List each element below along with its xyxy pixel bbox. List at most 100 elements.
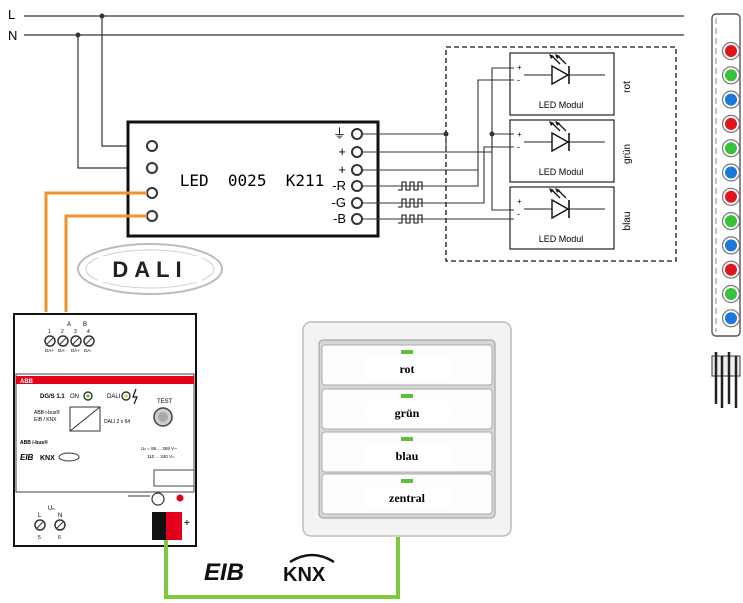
gateway-voltage-1: Uₙ = 85 ... 265 V~ bbox=[141, 446, 177, 451]
switch-button[interactable]: blau bbox=[321, 431, 493, 473]
bus-logos: EIB KNX bbox=[204, 553, 335, 586]
led-module-enclosure bbox=[445, 46, 677, 262]
switch-button-label: grün bbox=[395, 406, 420, 420]
strip-led-blue bbox=[725, 312, 737, 325]
switch-button-label: rot bbox=[399, 362, 414, 376]
controller-input-terminal bbox=[146, 210, 158, 222]
line-l-label: L bbox=[8, 7, 15, 22]
switch-button[interactable]: zentral bbox=[321, 473, 493, 515]
gateway-test-button-core bbox=[158, 412, 168, 422]
arrowhead-icon bbox=[555, 121, 560, 126]
gateway-converter-diagonal bbox=[69, 406, 101, 432]
screw-slot bbox=[72, 337, 80, 345]
switch-button[interactable]: rot bbox=[321, 344, 493, 386]
eib-logo: EIB bbox=[204, 559, 244, 586]
gateway-channels: DALI 2 x 64 bbox=[104, 419, 130, 425]
dali-wires bbox=[44, 191, 147, 312]
wire-minus-rot bbox=[362, 79, 514, 187]
dali-logo-inner-ring bbox=[85, 249, 215, 289]
controller-input-terminal bbox=[146, 162, 158, 174]
led-diode-icon bbox=[551, 64, 570, 86]
arrowhead-icon bbox=[549, 121, 554, 126]
led-module-minus: - bbox=[517, 142, 520, 152]
light-emission-icon bbox=[551, 122, 567, 132]
led-strip-connector bbox=[711, 355, 741, 377]
gateway-bus-text-1: ABB i-bus® bbox=[34, 409, 60, 416]
enclosure-dashed-border bbox=[445, 46, 677, 262]
controller-output-terminal bbox=[351, 213, 363, 225]
led-module-color-name: blau bbox=[622, 212, 633, 231]
screw-slot bbox=[46, 337, 54, 345]
line-n-label: N bbox=[8, 28, 17, 43]
led-module-box bbox=[509, 186, 615, 250]
led-module: + - LED Modul grün bbox=[509, 119, 633, 183]
switch-button-indicator bbox=[401, 437, 413, 441]
screw-slot bbox=[85, 337, 93, 345]
strip-led-red bbox=[725, 190, 737, 203]
dali-logo-text: DALI bbox=[112, 257, 187, 282]
led-module-box bbox=[509, 52, 615, 116]
strip-led-green bbox=[725, 142, 737, 155]
switch-button[interactable]: grün bbox=[321, 388, 493, 430]
knx-logo-arc bbox=[289, 553, 335, 564]
knx-logo: KNX bbox=[283, 564, 326, 586]
controller-output-terminal bbox=[351, 128, 363, 140]
gateway-bus-text-2: EIB / KNX bbox=[34, 417, 57, 423]
dali-wire-1 bbox=[44, 191, 147, 312]
strip-led-green bbox=[725, 288, 737, 300]
led-module-minus: - bbox=[517, 209, 520, 219]
controller-output-label: + bbox=[338, 144, 346, 159]
controller-output-terminal bbox=[351, 197, 363, 209]
gateway-on-led-dot bbox=[86, 394, 90, 398]
controller-input-terminal bbox=[146, 187, 158, 199]
strip-led-green bbox=[725, 215, 737, 228]
light-emission-icon bbox=[551, 189, 567, 199]
controller-output-label: -R bbox=[332, 178, 346, 193]
gateway-top-terminal-num: 4 bbox=[87, 329, 90, 335]
arrowhead-icon bbox=[549, 54, 554, 59]
light-emission-icon bbox=[551, 55, 567, 65]
led-module-minus: - bbox=[517, 75, 520, 85]
screw-slot bbox=[56, 521, 64, 529]
pwm-signal-icon bbox=[398, 214, 423, 224]
led-strip bbox=[711, 13, 741, 408]
led-module-label: LED Modul bbox=[539, 167, 584, 177]
switch-buttons: rot grün blau zentral bbox=[321, 344, 493, 515]
gateway-dali-label: DALI bbox=[107, 394, 121, 400]
gateway-test-label: TEST bbox=[157, 399, 173, 405]
pwm-signal-icon bbox=[398, 198, 423, 208]
led-diode-icon bbox=[551, 131, 570, 153]
bus-connector-red bbox=[166, 512, 182, 540]
wire-plus-rot bbox=[491, 67, 514, 152]
switch-button-label-field bbox=[363, 357, 451, 379]
switch-button-indicator bbox=[401, 350, 413, 354]
led-module-color-name: grün bbox=[622, 144, 633, 164]
controller-input-terminal bbox=[146, 140, 158, 152]
switch-button-label: blau bbox=[396, 449, 419, 463]
led-module-color-name: rot bbox=[622, 81, 633, 93]
gateway-top-terminal-label: DA+ bbox=[71, 348, 80, 353]
abb-dali-gateway: A B 1DA+2DA-3DA+4DA- ABB DG/S 1.1 ON DAL… bbox=[13, 313, 197, 547]
controller-output-terminal bbox=[351, 146, 363, 158]
screw-slot bbox=[36, 521, 44, 529]
led-module-plus: + bbox=[517, 130, 522, 139]
gateway-top-terminals: 1DA+2DA-3DA+4DA- bbox=[44, 329, 95, 353]
gateway-top-terminal-num: 2 bbox=[61, 329, 64, 335]
dali-logo-band bbox=[98, 256, 202, 282]
bus-connector-black bbox=[152, 512, 166, 540]
arrowhead-icon bbox=[555, 54, 560, 59]
gateway-voltage-2: 110 ... 240 V= bbox=[147, 454, 175, 459]
gateway-top-terminal-num: 3 bbox=[74, 329, 77, 335]
strip-led-blue bbox=[725, 166, 737, 179]
switch-button-indicator bbox=[401, 394, 413, 398]
controller-output-label: -B bbox=[333, 211, 346, 226]
gateway-brand: ABB bbox=[20, 379, 34, 385]
wire-junction bbox=[489, 131, 495, 137]
gateway-prog-button[interactable] bbox=[151, 492, 165, 506]
gateway-top-b: B bbox=[83, 322, 87, 328]
led-strip-pins bbox=[711, 352, 741, 408]
controller-output-label: -G bbox=[332, 195, 346, 210]
led-modules: + - LED Modul rot + - LED Modul grün+-LED Modul… bbox=[509, 52, 633, 250]
